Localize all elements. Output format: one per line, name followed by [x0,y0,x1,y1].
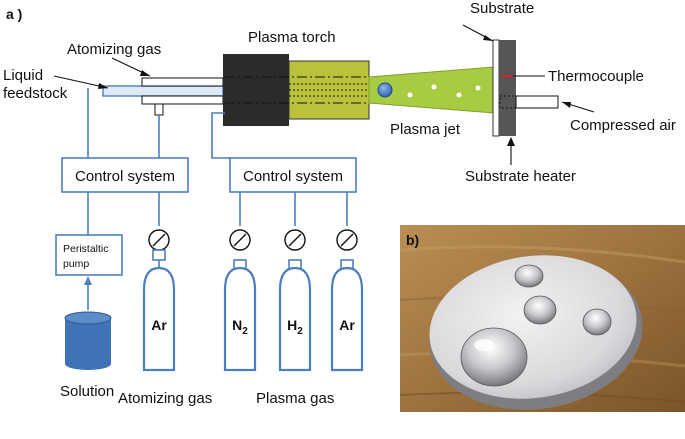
label-liquid: Liquid [3,67,43,84]
peristaltic-pump [55,234,123,276]
label-feedstock: feedstock [3,85,68,102]
substrate-heater-block [499,40,516,136]
particle-3 [456,92,462,98]
gauge-h2 [284,229,306,271]
cylinder-n2-label: N2 [232,317,248,337]
substrate-plate [492,39,500,137]
label-compressed-air: Compressed air [570,117,676,134]
particle-2 [431,84,437,90]
gauge-ar-atomizing [148,229,170,261]
panel-label-a: a ) [6,6,22,22]
cylinder-h2-label: H2 [287,317,303,337]
connection-lines [87,88,348,235]
label-pump: pump [63,258,89,270]
label-control-system-left: Control system [75,168,175,185]
label-plasma-torch: Plasma torch [248,29,336,46]
cylinder-ar-atomizing-label: Ar [151,317,167,333]
label-substrate: Substrate [470,0,534,17]
control-system-left [61,157,189,193]
arrowhead-air [562,102,571,108]
label-substrate-heater: Substrate heater [465,168,576,185]
control-system-right [229,157,357,193]
feed-tube [102,77,224,116]
arrowhead-liquid [98,83,108,89]
cylinder-ar-plasma [330,266,364,372]
arrowhead-pump [84,276,92,285]
gauge-n2 [229,229,251,271]
label-atomizing-gas-bottom: Atomizing gas [118,390,212,407]
label-solution: Solution [60,383,114,400]
label-plasma-gas: Plasma gas [256,390,334,407]
label-control-system-right: Control system [243,168,343,185]
arrowhead-heater [507,137,515,146]
cylinder-n2 [223,266,257,372]
air-pipe [515,95,559,109]
plasma-torch-body [223,54,289,126]
label-plasma-jet: Plasma jet [390,121,461,138]
particle-4 [475,85,481,91]
particle-1 [407,92,413,98]
droplet-sphere [377,82,393,98]
cylinder-h2 [278,266,312,372]
arrowhead-substrate [483,35,493,41]
photo-panel-b [399,225,685,412]
arrowhead-atomizing [140,70,150,76]
solution-container [64,311,112,370]
label-peristaltic: Peristaltic [63,243,109,255]
label-atomizing-gas-top: Atomizing gas [67,41,161,58]
gauge-ar-plasma [336,229,358,271]
panel-label-b: b) [406,232,419,248]
label-thermocouple: Thermocouple [548,68,644,85]
cylinder-ar-plasma-label: Ar [339,317,355,333]
